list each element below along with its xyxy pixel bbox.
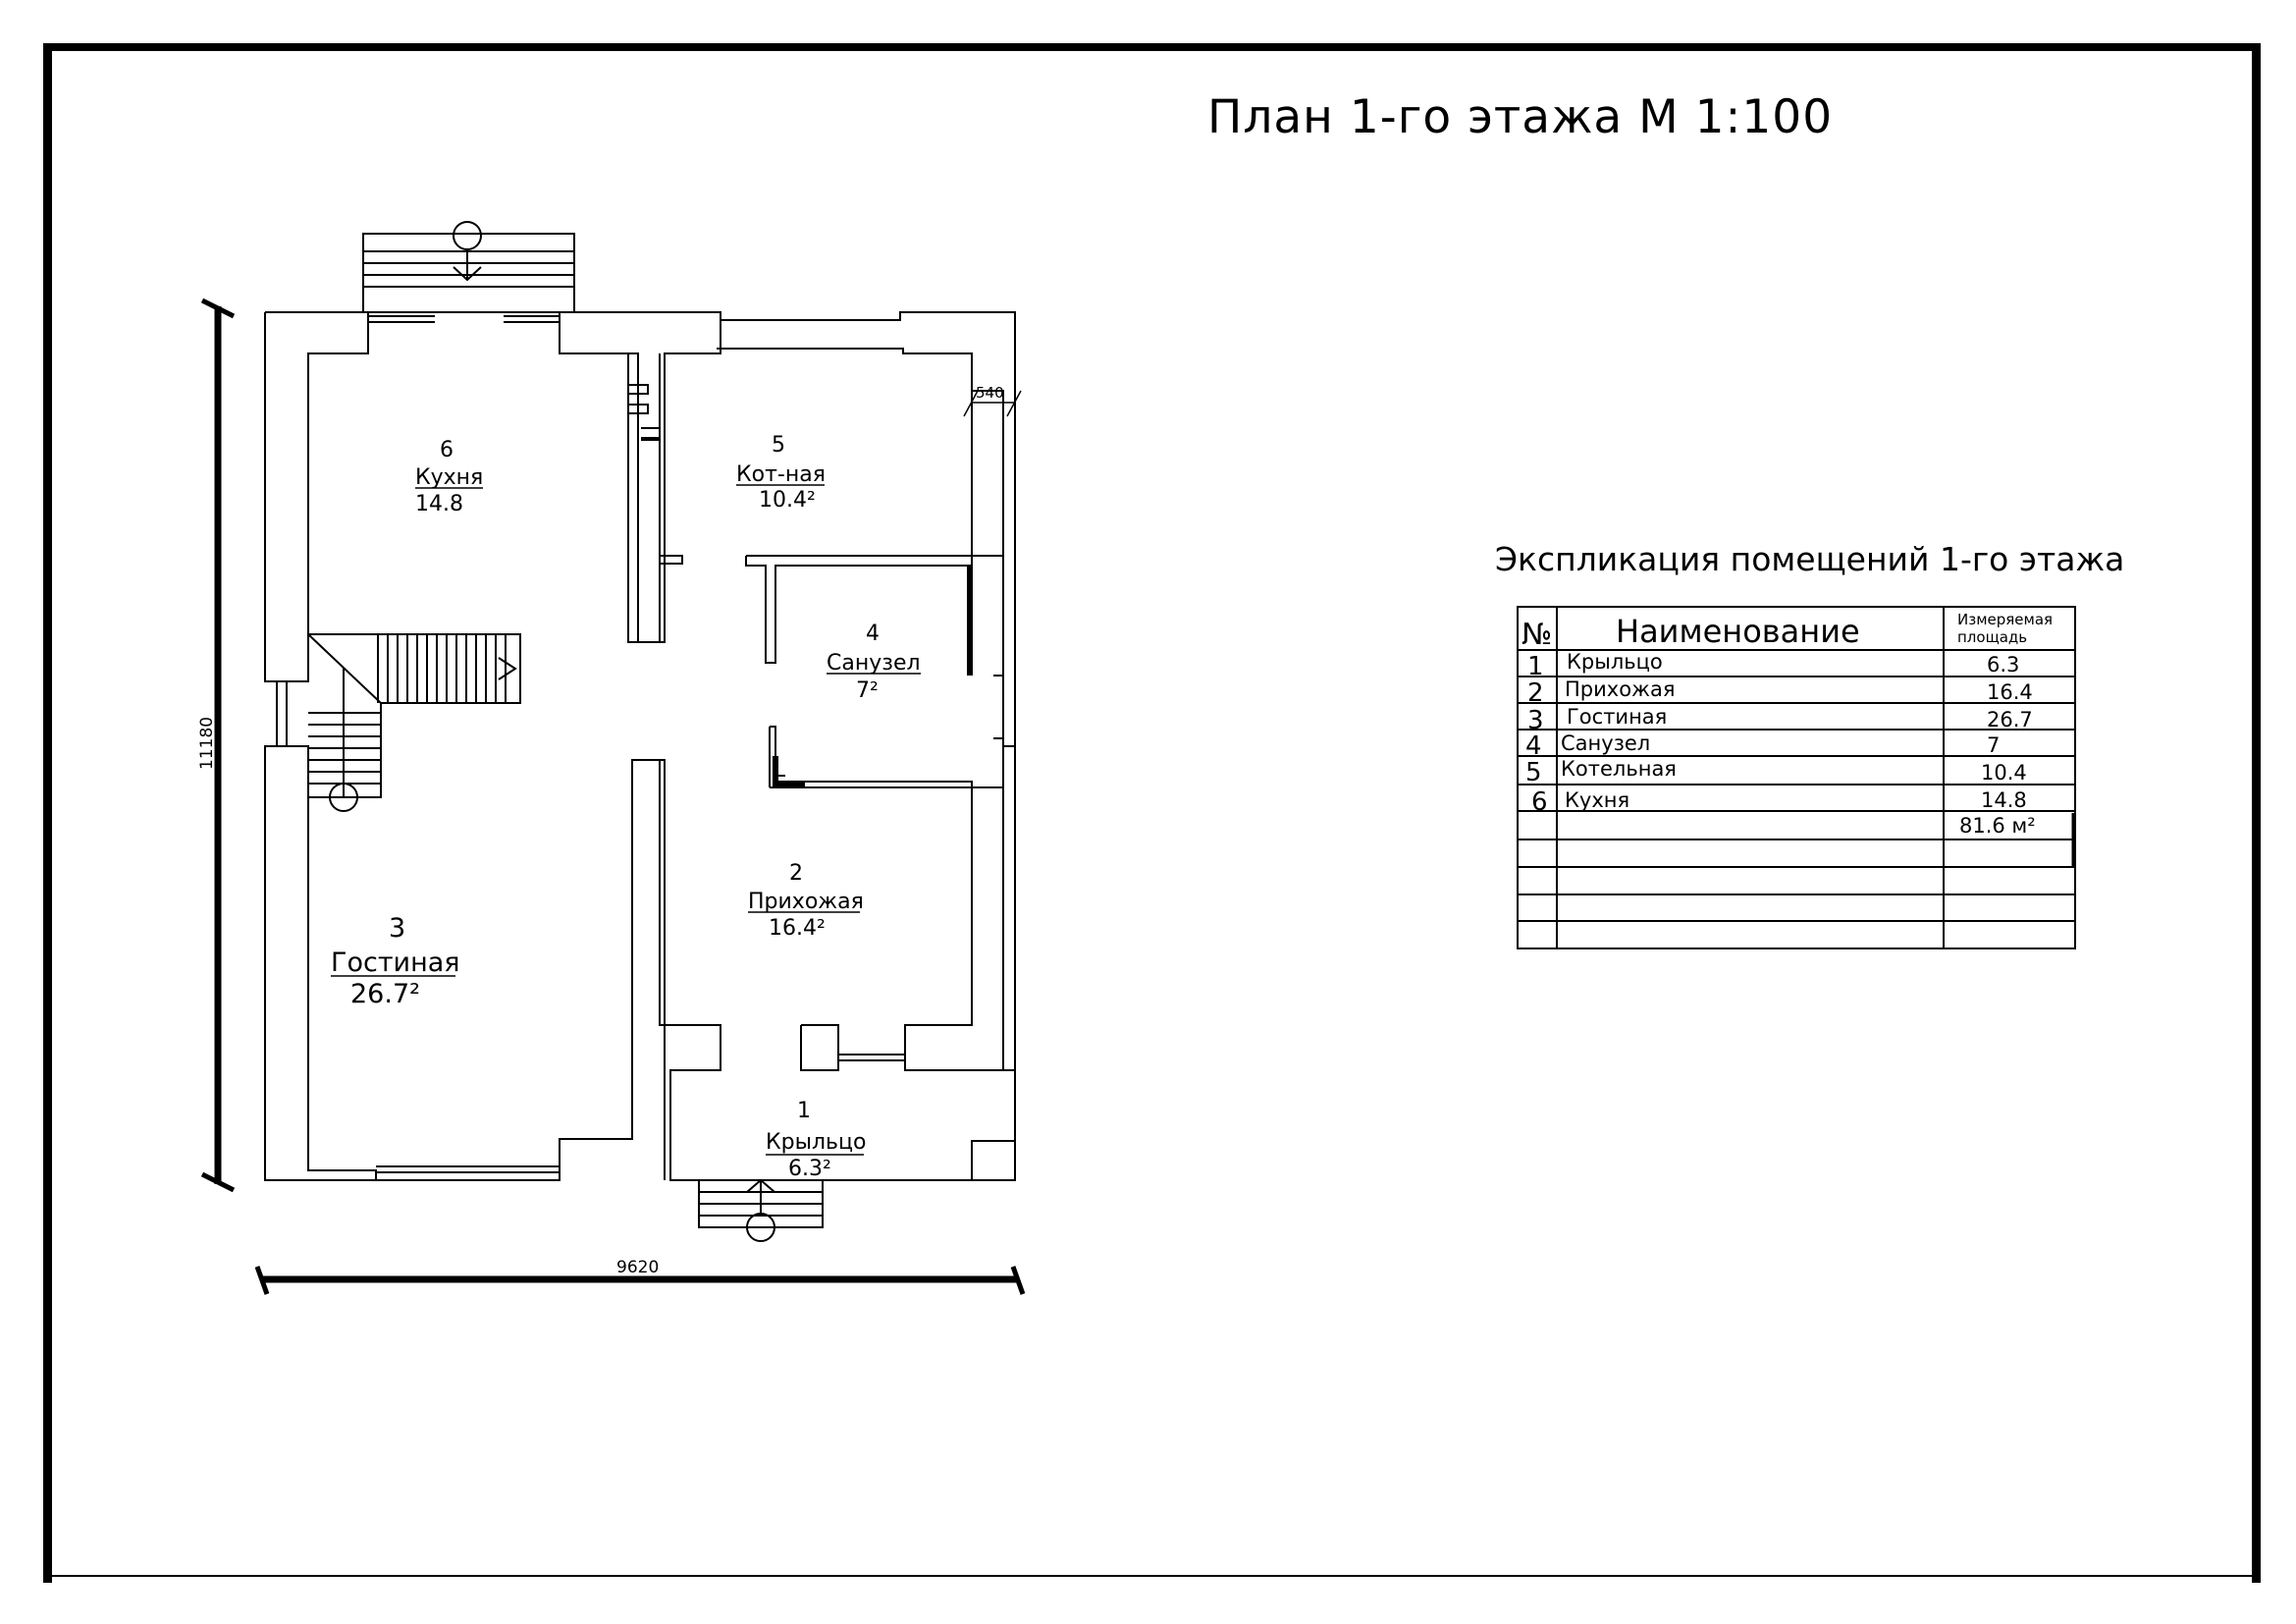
table-row-1-name: Крыльцо: [1567, 650, 1663, 674]
room-3-number: 3: [389, 913, 405, 944]
room-2-name: Прихожая: [748, 890, 864, 914]
table-header-number: №: [1522, 618, 1552, 652]
table-row-6-area: 14.8: [1981, 788, 2027, 812]
frame-border-right: [2252, 43, 2261, 1583]
room-2-number: 2: [789, 861, 803, 886]
table-row-5-number: 5: [1525, 758, 1542, 787]
dimension-lines: [200, 298, 1026, 1295]
label-underlines: [331, 484, 921, 1156]
table-row-4-number: 4: [1525, 731, 1542, 761]
table-row-5-area: 10.4: [1981, 761, 2027, 785]
dimension-width: 9620: [616, 1258, 659, 1277]
floor-plan: [200, 221, 1026, 1295]
explication-table: [1517, 606, 2076, 949]
staircase: [307, 633, 521, 812]
room-1-number: 1: [797, 1099, 811, 1123]
table-row-4-area: 7: [1987, 733, 2000, 757]
table-row-4-name: Санузел: [1561, 731, 1650, 755]
dimension-wall: 540: [976, 384, 1004, 402]
room-2-area: 16.4²: [769, 916, 826, 941]
table-row-1-number: 1: [1527, 652, 1544, 681]
table-header-name: Наименование: [1616, 613, 1860, 650]
room-3-area: 26.7²: [350, 979, 420, 1009]
room-6-name: Кухня: [415, 465, 483, 490]
side-door: [993, 675, 1004, 739]
room-6-area: 14.8: [415, 492, 463, 516]
exterior-walls: [264, 311, 1016, 1181]
frame-border-top: [45, 43, 2261, 51]
table-row-1-area: 6.3: [1987, 653, 2019, 677]
room-4-number: 4: [866, 622, 880, 646]
top-steps: [362, 221, 575, 313]
room-4-name: Санузел: [827, 651, 921, 676]
table-row-2-number: 2: [1527, 678, 1544, 708]
table-row-6-number: 6: [1531, 787, 1548, 817]
room-1-area: 6.3²: [788, 1157, 831, 1181]
table-header-area-line1: Измеряемая: [1957, 611, 2053, 628]
table-total-area: 81.6 м²: [1959, 814, 2036, 838]
explication-title: Экспликация помещений 1-го этажа: [1495, 540, 2125, 578]
table-row-5-name: Котельная: [1561, 757, 1677, 781]
table-row-3-name: Гостиная: [1567, 705, 1667, 729]
table-header-area-line2: площадь: [1957, 628, 2027, 646]
room-5-number: 5: [772, 433, 785, 458]
room-1-name: Крыльцо: [766, 1130, 866, 1155]
table-row-3-area: 26.7: [1987, 708, 2033, 731]
table-row-2-area: 16.4: [1987, 680, 2033, 704]
table-row-6-name: Кухня: [1565, 788, 1629, 812]
interior-walls: [627, 353, 1016, 1181]
bath-fixture-accent: [773, 756, 805, 786]
drawing-title: План 1-го этажа М 1:100: [1207, 90, 1834, 144]
dimension-height: 11180: [197, 717, 217, 770]
room-4-area: 7²: [856, 678, 879, 703]
frame-border-bottom: [45, 1575, 2261, 1577]
bottom-steps: [698, 1178, 824, 1242]
room-3-name: Гостиная: [331, 947, 460, 978]
room-5-area: 10.4²: [759, 488, 816, 513]
frame-border-left: [43, 43, 52, 1583]
room-6-number: 6: [440, 438, 454, 462]
room-5-name: Кот-ная: [736, 462, 826, 487]
table-row-3-number: 3: [1527, 706, 1544, 735]
table-row-2-name: Прихожая: [1565, 677, 1675, 701]
